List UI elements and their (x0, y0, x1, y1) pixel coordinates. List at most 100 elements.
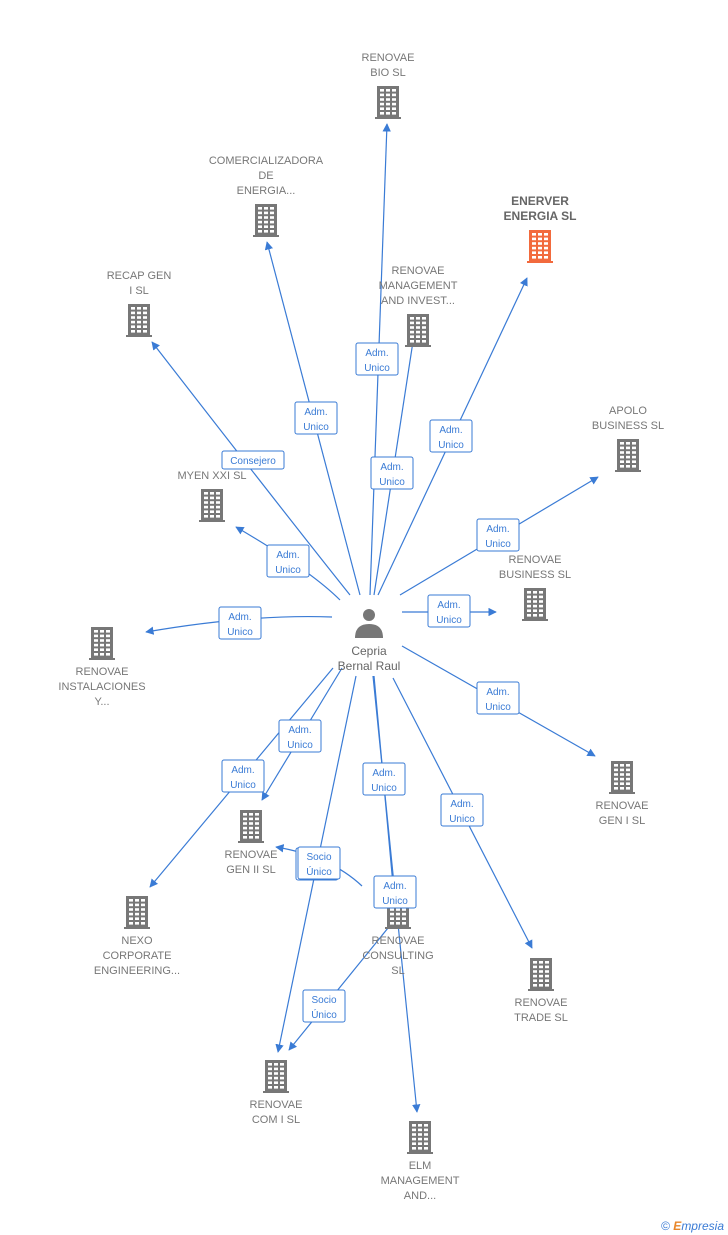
company-name-line: RENOVAE (250, 1099, 303, 1111)
relation-role-text: Unico (364, 363, 390, 374)
building-icon (263, 1060, 289, 1093)
company-name-line: ELM (409, 1160, 432, 1172)
building-icon (253, 204, 279, 237)
relation-role-text: Unico (485, 702, 511, 713)
relation-role-text: Adm. (486, 687, 509, 698)
building-icon (615, 439, 641, 472)
company-node-comercializadora[interactable]: COMERCIALIZADORADEENERGIA... (209, 155, 324, 237)
company-node-renovae-business[interactable]: RENOVAE BUSINESS SL (499, 554, 571, 621)
company-name-line: RENOVAE (596, 800, 649, 812)
company-node-renovae-bio[interactable]: RENOVAE BIO SL (362, 52, 415, 119)
company-name-line: RENOVAE (362, 52, 415, 64)
company-name-line: DE (258, 170, 273, 182)
company-name-line: ENERGIA SL (504, 209, 577, 223)
company-name-line: MANAGEMENT (379, 280, 458, 292)
relation-role-text: Unico (485, 539, 511, 550)
relation-label[interactable]: Adm.Unico (370, 456, 414, 490)
relation-label[interactable]: Adm.Unico (218, 606, 262, 640)
company-name-line: ENGINEERING... (94, 965, 180, 977)
relation-role-text: Adm. (437, 600, 460, 611)
relation-role-text: Unico (371, 783, 397, 794)
company-node-renovae-instalaciones[interactable]: RENOVAEINSTALACIONESY... (58, 627, 146, 708)
company-name-line: RENOVAE (76, 666, 129, 678)
company-node-renovae-management[interactable]: RENOVAE MANAGEMENT AND INVEST... (379, 265, 458, 347)
relation-label[interactable]: Adm.Unico (278, 719, 322, 753)
company-name-line: BIO SL (370, 67, 405, 79)
relation-label[interactable]: Adm. Unico (476, 681, 520, 715)
company-name-line: CONSULTING (362, 950, 433, 962)
company-node-elm[interactable]: ELM MANAGEMENT AND... (381, 1121, 460, 1202)
company-name-line: RENOVAE (509, 554, 562, 566)
relation-role-text: Socio (311, 995, 336, 1006)
company-name-line: TRADE SL (514, 1012, 568, 1024)
relation-label[interactable]: Adm. Unico (373, 875, 417, 909)
building-icon (89, 627, 115, 660)
company-name-line: AND INVEST... (381, 295, 455, 307)
person-icon (355, 609, 383, 638)
relation-role-text: Adm. (228, 612, 251, 623)
relation-label[interactable]: Adm. Unico (476, 518, 520, 552)
relation-role-text: Adm. (450, 799, 473, 810)
relation-role-text: Unico (449, 814, 475, 825)
person-name-line: Bernal Raul (338, 659, 401, 673)
relation-role-text: Único (306, 865, 332, 878)
company-name-line: AND... (404, 1190, 436, 1202)
company-name-line: GEN I SL (599, 815, 645, 827)
relation-label[interactable]: Adm. Unico (427, 594, 471, 628)
building-icon (522, 588, 548, 621)
relation-role-text: Unico (230, 780, 256, 791)
relation-role-text: Unico (436, 615, 462, 626)
building-icon (124, 896, 150, 929)
person-name-line: Cepria (351, 644, 387, 658)
relation-role-text: Único (311, 1008, 337, 1021)
relation-role-text: Adm. (383, 881, 406, 892)
relation-role-text: Adm. (231, 765, 254, 776)
relation-label[interactable]: Adm. Unico (266, 544, 310, 578)
company-node-nexo[interactable]: NEXOCORPORATEENGINEERING... (94, 896, 180, 977)
relation-label[interactable]: Adm.Unico (294, 401, 338, 435)
company-name-line: RENOVAE (392, 265, 445, 277)
company-name-line: RENOVAE (372, 935, 425, 947)
footer-brand: © Empresia (661, 1219, 724, 1233)
relation-label[interactable]: Adm. Unico (440, 793, 484, 827)
relation-role-text: Unico (287, 740, 313, 751)
relation-label[interactable]: Consejero (221, 450, 285, 470)
brand-logo-text: mpresia (681, 1219, 724, 1233)
relation-role-text: Consejero (230, 456, 276, 467)
company-name-line: RECAP GEN (107, 270, 172, 282)
building-icon (527, 230, 553, 263)
company-name-line: NEXO (121, 935, 153, 947)
relation-label[interactable]: Adm. Unico (362, 762, 406, 796)
company-node-renovae-gen-i[interactable]: RENOVAE GEN I SL (596, 761, 649, 827)
brand-logo-initial: E (673, 1219, 682, 1233)
relation-role-text: Unico (382, 896, 408, 907)
relation-role-text: Adm. (276, 550, 299, 561)
copyright-symbol: © (661, 1219, 670, 1233)
company-name-line: BUSINESS SL (499, 569, 571, 581)
company-name-line: COMERCIALIZADORA (209, 155, 324, 167)
relation-label[interactable]: Adm.Unico (429, 419, 473, 453)
relation-role-text: Unico (275, 565, 301, 576)
relation-role-text: Adm. (372, 768, 395, 779)
relation-role-text: Adm. (365, 348, 388, 359)
building-icon (126, 304, 152, 337)
relation-label[interactable]: Adm. Unico (355, 342, 399, 376)
relation-role-text: Adm. (486, 524, 509, 535)
company-name-line: MANAGEMENT (381, 1175, 460, 1187)
company-node-renovae-com-i[interactable]: RENOVAE COM I SL (250, 1060, 303, 1126)
company-name-line: MYEN XXI SL (177, 470, 246, 482)
relation-label[interactable]: Adm. Unico (221, 759, 265, 793)
company-name-line: COM I SL (252, 1114, 300, 1126)
company-name-line: Y... (94, 696, 109, 708)
relation-role-text: Unico (303, 422, 329, 433)
company-node-myen[interactable]: MYEN XXI SL (177, 470, 247, 522)
